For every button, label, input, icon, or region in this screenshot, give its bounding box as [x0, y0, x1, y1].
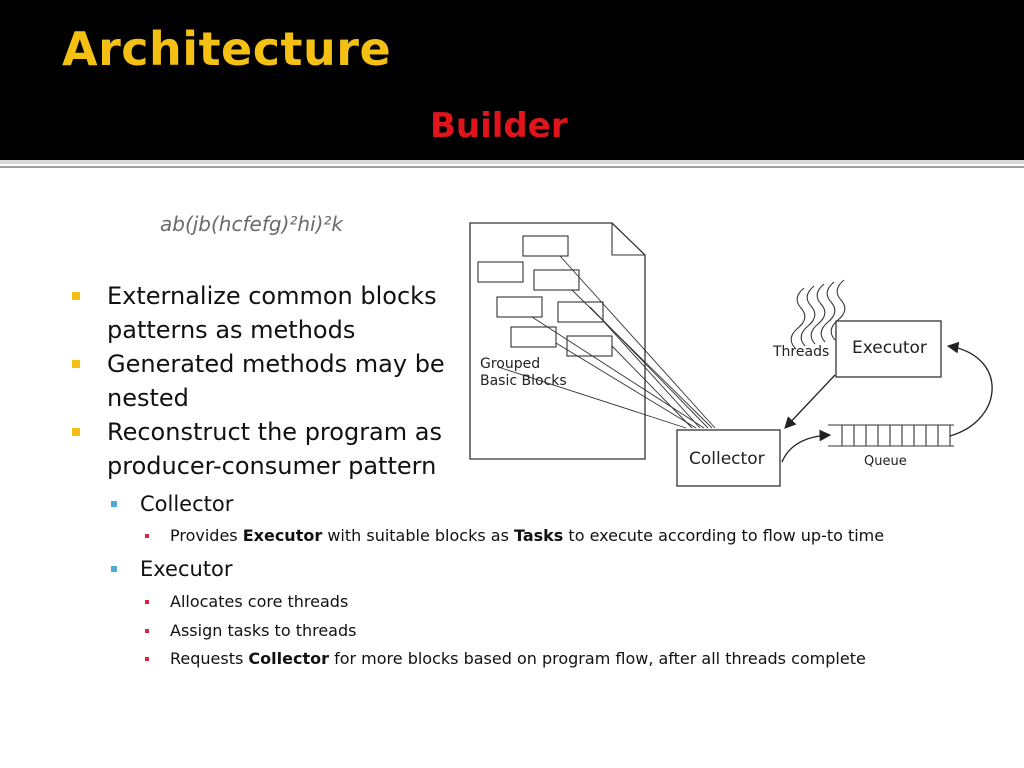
block-connector — [531, 316, 705, 429]
executor-to-collector-arrow — [784, 374, 836, 429]
basic-block — [533, 269, 580, 291]
sub-sub-bullet-marker — [145, 629, 149, 633]
block-connector — [589, 306, 709, 429]
block-connector — [603, 321, 701, 429]
document-icon — [469, 222, 646, 460]
executor-node — [835, 320, 942, 378]
text-run: for more blocks based on program flow, a… — [329, 649, 866, 668]
collector-node — [676, 429, 781, 487]
document-fold — [611, 223, 645, 256]
sub-sub-bullet-marker — [145, 600, 149, 604]
queue-to-collector-arrow — [781, 429, 832, 463]
bullet-item: Reconstruct the program as producer-cons… — [107, 418, 442, 480]
basic-block — [510, 326, 557, 348]
block-connector — [497, 366, 687, 429]
executor-node-label: Executor — [852, 338, 927, 358]
basic-block — [477, 261, 524, 283]
basic-blocks-label: Basic Blocks — [480, 373, 567, 389]
collector-detail-item: Provides Executor with suitable blocks a… — [170, 526, 884, 546]
sub-bullet-executor: Executor — [140, 557, 233, 581]
architecture-diagram: Grouped Basic Blocks Threads Executor Co… — [469, 222, 993, 487]
block-connector — [555, 342, 697, 429]
sub-bullet-collector: Collector — [140, 492, 234, 516]
basic-block — [566, 335, 613, 357]
bullet-item: Generated methods may be nested — [107, 350, 445, 412]
bold-term-collector: Collector — [248, 649, 329, 668]
bullet-marker — [72, 428, 80, 436]
basic-block — [522, 235, 569, 257]
bullet-item: Externalize common blocks patterns as me… — [107, 282, 437, 344]
text-run: Provides — [170, 526, 243, 545]
text-run: Requests — [170, 649, 249, 668]
bold-term-executor: Executor — [242, 526, 323, 545]
executor-detail-item: Assign tasks to threads — [170, 621, 357, 640]
block-connector — [559, 255, 716, 429]
text-run: with suitable blocks as — [322, 526, 514, 545]
pattern-formula: ab(jb(hcfefg)²hi)²k — [160, 212, 344, 236]
header-divider — [0, 160, 1024, 164]
bold-term-tasks: Tasks — [513, 526, 564, 545]
executor-detail-item: Allocates core threads — [170, 592, 349, 611]
slide-title: Architecture — [62, 22, 392, 76]
queue-to-executor-arrow — [946, 341, 993, 437]
executor-detail-item: Requests Collector for more blocks based… — [170, 649, 866, 669]
bullet-marker — [72, 292, 80, 300]
threads-label: Threads — [772, 344, 829, 360]
header-divider-shadow — [0, 166, 1024, 168]
queue-icon — [828, 424, 954, 447]
grouped-label: Grouped — [480, 356, 540, 372]
bullet-marker — [72, 360, 80, 368]
basic-block — [557, 301, 604, 323]
threads-icon — [790, 279, 846, 349]
sub-sub-bullet-marker — [145, 534, 149, 538]
collector-node-label: Collector — [689, 449, 765, 469]
slide-header: Architecture Builder — [0, 0, 1024, 160]
block-connector — [611, 345, 693, 429]
basic-block — [496, 296, 543, 318]
slide-subtitle: Builder — [430, 106, 568, 146]
sub-bullet-marker — [111, 501, 117, 507]
text-run: to execute according to flow up-to time — [563, 526, 885, 545]
sub-sub-bullet-marker — [145, 657, 149, 661]
queue-label: Queue — [864, 454, 907, 469]
sub-bullet-marker — [111, 566, 117, 572]
